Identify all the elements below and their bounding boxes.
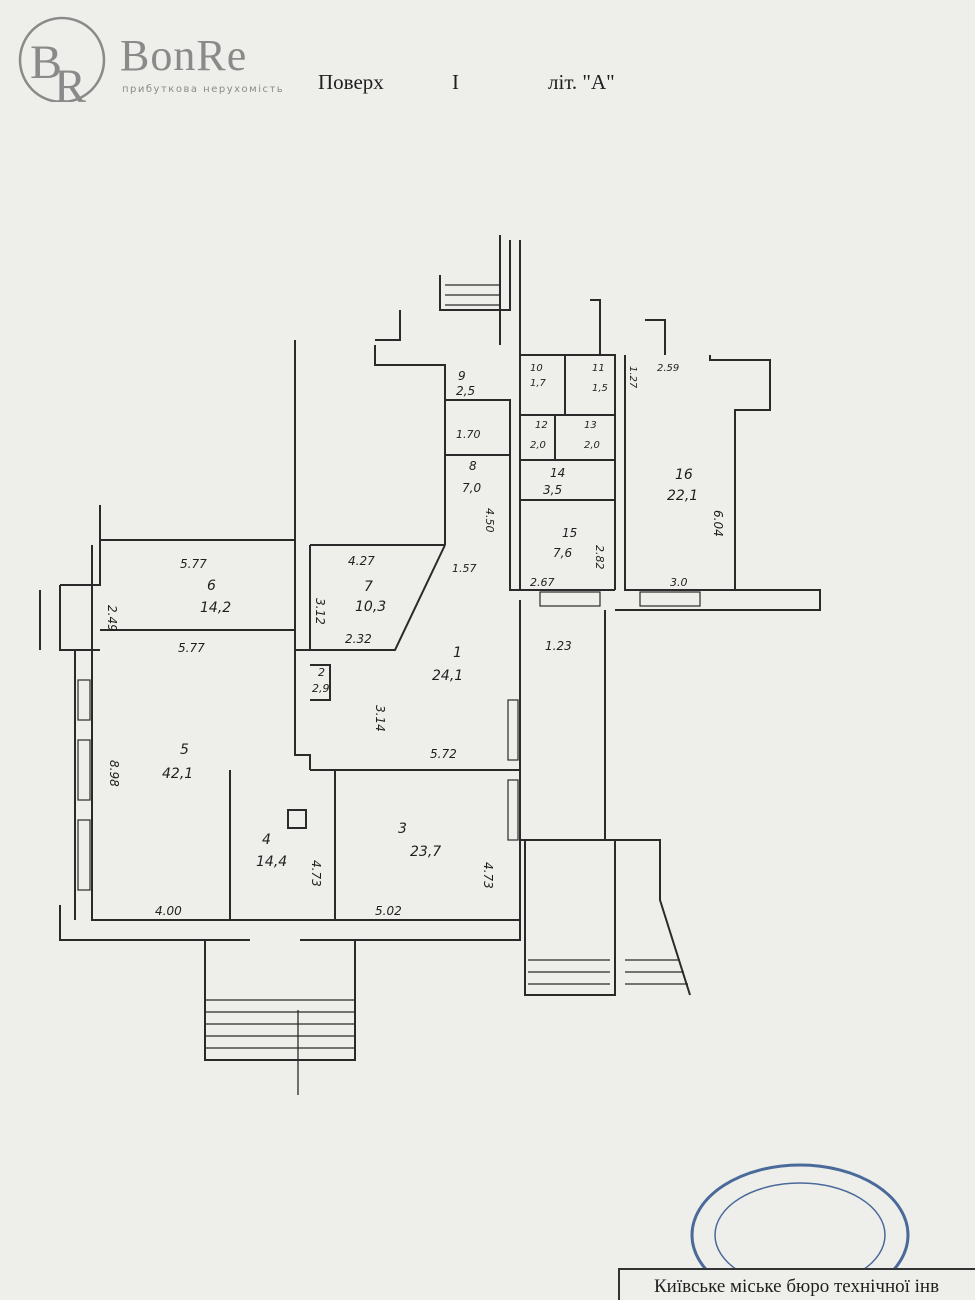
- room-label-4: 4: [262, 832, 271, 848]
- dim-label: 6.04: [711, 510, 725, 537]
- room-label-15: 15: [562, 526, 577, 540]
- room-area-12: 2,0: [530, 440, 546, 451]
- dim-label: 5.02: [375, 904, 402, 918]
- floor-label: Поверх: [318, 70, 384, 94]
- dim-label: 5.72: [430, 747, 457, 761]
- dim-label: 1.23: [545, 639, 572, 653]
- dim-label: 1.27: [627, 366, 638, 389]
- room-label-6: 6: [207, 578, 216, 594]
- room-label-8: 8: [469, 459, 477, 473]
- room-label-14: 14: [550, 466, 565, 480]
- dim-label: 2.59: [657, 363, 679, 374]
- room-area-1: 24,1: [432, 668, 463, 684]
- room-area-2: 2,9: [312, 682, 330, 695]
- room-area-13: 2,0: [584, 440, 600, 451]
- room-area-6: 14,2: [200, 600, 231, 616]
- room-label-12: 12: [535, 420, 548, 431]
- dim-label: 3.12: [313, 598, 327, 625]
- dim-label: 4.50: [483, 508, 496, 533]
- office-stamp-text: Київське міське бюро технічної інв: [618, 1268, 975, 1300]
- room-label-1: 1: [453, 645, 462, 661]
- dim-label: 4.00: [155, 904, 182, 918]
- room-label-3: 3: [398, 821, 407, 837]
- room-area-10: 1,7: [530, 378, 547, 389]
- room-label-7: 7: [364, 579, 373, 595]
- room-label-9: 9: [458, 369, 466, 383]
- dim-label: 2.82: [593, 545, 606, 570]
- dim-label: 4.73: [309, 860, 323, 887]
- room-area-9: 2,5: [456, 384, 475, 398]
- building-letter: літ. "A": [548, 70, 615, 94]
- room-area-3: 23,7: [410, 844, 441, 860]
- room-area-15: 7,6: [553, 546, 572, 560]
- dim-label: 5.77: [178, 641, 205, 655]
- room-label-13: 13: [584, 420, 597, 431]
- dim-label: 2.32: [345, 632, 372, 646]
- dim-label: 8.98: [107, 760, 121, 787]
- room-label-2: 2: [318, 666, 325, 679]
- dim-label: 4.73: [481, 862, 495, 889]
- dim-label: 2.67: [530, 576, 555, 589]
- room-area-5: 42,1: [162, 766, 193, 782]
- dim-label: 3.0: [670, 576, 688, 589]
- room-area-14: 3,5: [543, 483, 562, 497]
- room-area-16: 22,1: [667, 488, 698, 504]
- logo-tagline: прибуткова нерухомість: [122, 84, 285, 95]
- svg-text:B: B: [30, 36, 62, 89]
- dim-label: 3.14: [373, 705, 387, 732]
- dim-label: 1.70: [456, 428, 481, 441]
- dim-label: 4.27: [348, 554, 375, 568]
- room-area-4b: 14,4: [256, 854, 287, 870]
- dim-label: 5.77: [180, 557, 207, 571]
- room-label-11: 11: [592, 363, 605, 374]
- room-label-16: 16: [675, 467, 693, 483]
- logo-brand: BonRe: [120, 31, 248, 80]
- room-area-7: 10,3: [355, 599, 386, 615]
- room-area-8: 7,0: [462, 481, 481, 495]
- dim-label: 1.57: [452, 562, 477, 575]
- room-label-10: 10: [530, 363, 543, 374]
- dim-label: 2.49: [105, 605, 119, 632]
- room-label-5: 5: [180, 742, 189, 758]
- room-area-11: 1,5: [592, 383, 608, 394]
- floor-number: I: [452, 70, 459, 94]
